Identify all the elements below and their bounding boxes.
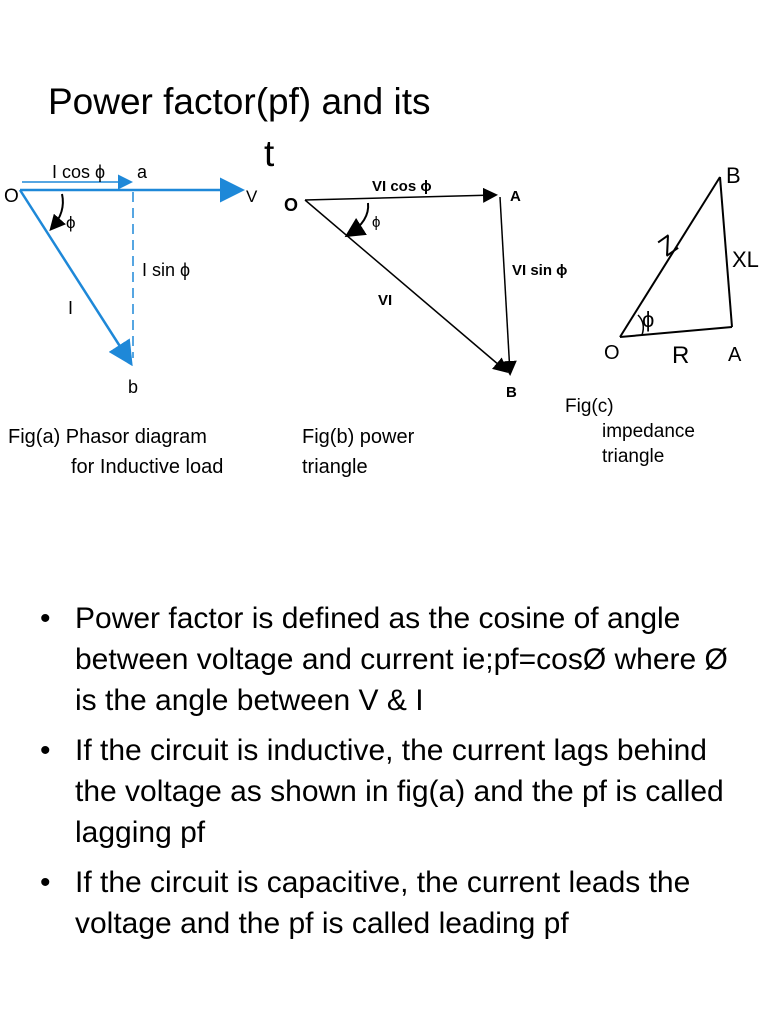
phi-arc	[637, 314, 645, 336]
list-item: • If the circuit is capacitive, the curr…	[30, 862, 730, 944]
fig-a-caption-line2: for Inductive load	[71, 456, 224, 478]
fig-a-label-a: a	[137, 162, 148, 182]
fig-c-label-o: O	[604, 342, 620, 364]
fig-a-caption: Fig(a) Phasor diagram for Inductive load	[8, 422, 278, 482]
fig-c-caption-line2: impedance	[602, 421, 695, 442]
bullet-text: If the circuit is capacitive, the curren…	[75, 866, 691, 940]
r-side	[619, 326, 733, 338]
slide-title: Power factor(pf) and its	[48, 81, 431, 122]
fig-b-label-vicos: VI cos ϕ	[372, 178, 432, 195]
fig-b-label-visin: VI sin ϕ	[512, 262, 567, 279]
fig-c-caption-line3: triangle	[602, 446, 665, 467]
bullet-icon: •	[40, 602, 51, 635]
fig-a-label-o: O	[4, 186, 19, 207]
phasor-diagram: O I cos ϕ a V ϕ I sin ϕ I b	[4, 162, 258, 397]
fig-a-label-v: V	[246, 187, 258, 206]
vicos-side	[304, 187, 498, 203]
visin-side	[499, 196, 517, 376]
power-triangle: O VI cos ϕ A ϕ VI sin ϕ VI B	[284, 178, 567, 401]
fig-c-label-a: A	[728, 344, 742, 366]
phi-arc	[49, 193, 66, 232]
vi-hypotenuse	[304, 199, 509, 373]
fig-a-caption-line1: Fig(a) Phasor diagram	[8, 426, 207, 448]
fig-a-label-icos: I cos ϕ	[52, 162, 105, 182]
bullet-icon: •	[40, 734, 51, 767]
fig-b-label-vi: VI	[378, 292, 392, 309]
bullet-list: • Power factor is defined as the cosine …	[30, 598, 730, 953]
fig-c-caption: Fig(c) impedance triangle	[565, 394, 745, 469]
z-side	[619, 176, 721, 338]
fig-b-caption: Fig(b) power triangle	[302, 422, 502, 482]
fig-a-label-phi: ϕ	[66, 213, 76, 232]
phi-arc	[344, 202, 370, 238]
fig-c-label-xl: XL	[732, 247, 759, 272]
fig-a-label-b: b	[128, 377, 138, 397]
fig-a-label-isin: I sin ϕ	[142, 260, 190, 280]
fig-b-label-b: B	[506, 384, 517, 401]
list-item: • Power factor is defined as the cosine …	[30, 598, 730, 721]
fig-b-label-a: A	[510, 188, 521, 205]
fig-a-label-i: I	[68, 298, 73, 318]
fig-b-caption-line2: triangle	[302, 456, 368, 478]
fig-c-label-phi: ϕ	[642, 307, 654, 332]
fig-b-label-o: O	[284, 195, 298, 215]
list-item: • If the circuit is inductive, the curre…	[30, 730, 730, 853]
fig-c-label-r: R	[672, 342, 689, 369]
impedance-triangle: B Z XL ϕ O R A	[604, 163, 759, 369]
bullet-icon: •	[40, 866, 51, 899]
fig-c-caption-line1: Fig(c)	[565, 396, 614, 417]
fig-b-label-phi: ϕ	[372, 214, 380, 231]
bullet-text: If the circuit is inductive, the current…	[75, 734, 724, 849]
fig-b-caption-line1: Fig(b) power	[302, 426, 415, 448]
slide-title-fragment: t	[264, 133, 275, 174]
bullet-text: Power factor is defined as the cosine of…	[75, 602, 728, 717]
fig-c-label-b: B	[726, 163, 741, 188]
current-phasor	[18, 189, 133, 367]
xl-side	[719, 176, 733, 328]
